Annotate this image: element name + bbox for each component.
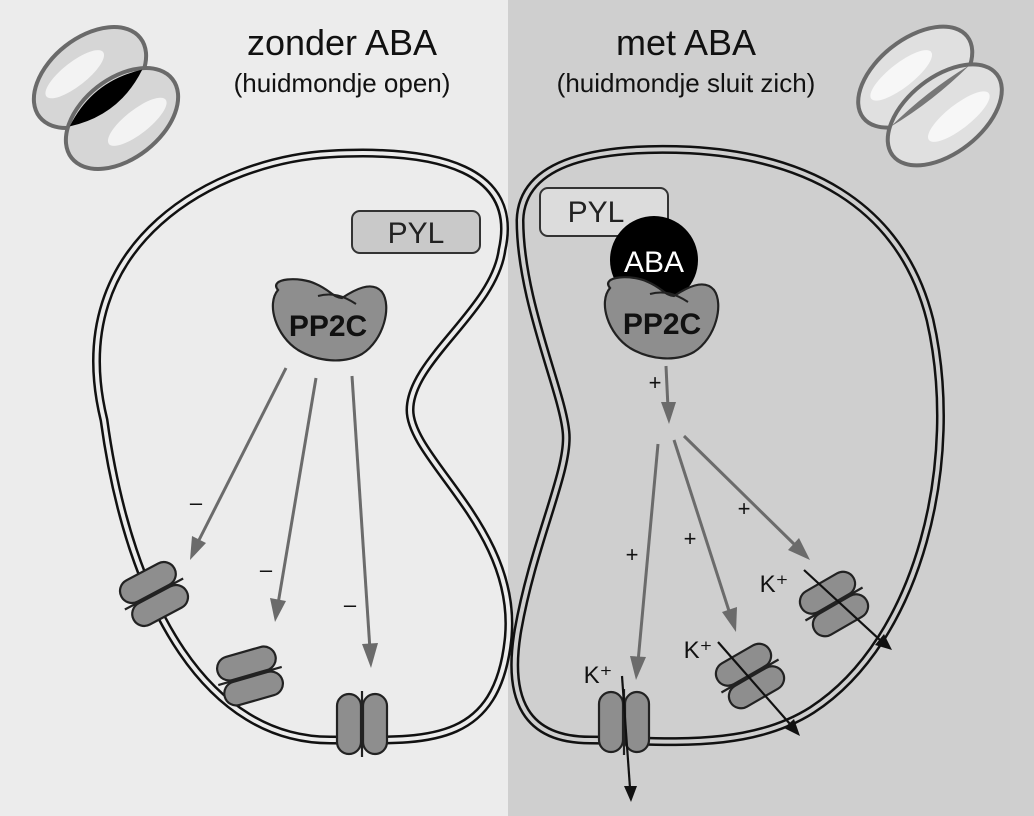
right-effect-sign-3: + bbox=[738, 496, 751, 521]
left-effect-sign-1: – bbox=[190, 490, 203, 515]
right-ion-label-2: K⁺ bbox=[684, 637, 713, 664]
right-stimulation-arrows bbox=[630, 434, 810, 680]
right-subtitle: (huidmondje sluit zich) bbox=[557, 68, 816, 98]
right-effect-sign-2: + bbox=[684, 526, 697, 551]
left-pyl-receptor: PYL bbox=[351, 210, 481, 254]
left-pyl-label: PYL bbox=[388, 217, 445, 250]
right-pp2c-enzyme: PP2C bbox=[603, 276, 720, 360]
right-pp2c-label: PP2C bbox=[623, 308, 701, 341]
stomata-open-icon bbox=[31, 25, 181, 171]
right-effect-sign-1: + bbox=[626, 542, 639, 567]
left-effect-sign-3: – bbox=[344, 592, 357, 617]
stomata-closed-icon bbox=[856, 24, 1004, 168]
left-pp2c-enzyme: PP2C bbox=[271, 278, 388, 362]
right-aba-label: ABA bbox=[624, 246, 684, 279]
right-ion-label-1: K⁺ bbox=[584, 662, 613, 689]
left-subtitle: (huidmondje open) bbox=[234, 68, 451, 98]
right-ion-label-3: K⁺ bbox=[760, 571, 789, 598]
left-channel-3 bbox=[335, 689, 389, 759]
left-effect-sign-2: – bbox=[260, 557, 273, 582]
right-activation-sign: + bbox=[649, 370, 662, 395]
left-pp2c-label: PP2C bbox=[289, 310, 367, 343]
left-panel: zonder ABA (huidmondje open) PYL PP2C – … bbox=[31, 22, 514, 759]
right-title: met ABA bbox=[616, 22, 756, 63]
left-title: zonder ABA bbox=[247, 22, 437, 63]
potassium-efflux-arrows bbox=[620, 569, 892, 802]
right-pyl-label: PYL bbox=[568, 196, 625, 229]
left-inhibition-arrows bbox=[190, 367, 378, 668]
right-panel: met ABA (huidmondje sluit zich) PYL ABA … bbox=[510, 22, 1004, 802]
right-activation-arrow bbox=[661, 365, 676, 424]
